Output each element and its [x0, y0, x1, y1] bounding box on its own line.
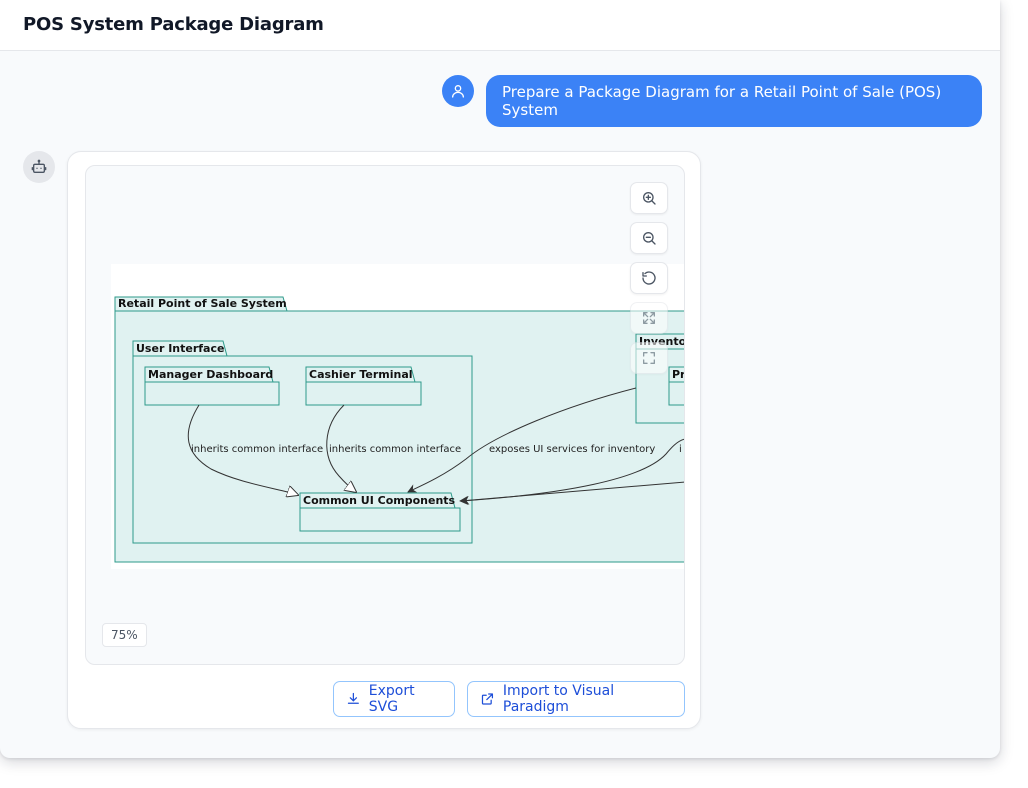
- zoom-out-icon: [643, 232, 656, 245]
- export-svg-button[interactable]: Export SVG: [333, 681, 455, 717]
- zoom-out-button[interactable]: [630, 222, 668, 254]
- package-label: User Interface: [136, 342, 224, 355]
- zoom-in-button[interactable]: [630, 182, 668, 214]
- edge-label: i: [679, 444, 682, 455]
- package-label: Manager Dashboard: [148, 368, 273, 381]
- export-svg-label: Export SVG: [368, 683, 415, 715]
- edge-cashier-to-common: [326, 404, 356, 492]
- zoom-level-badge: 75%: [102, 623, 147, 647]
- app-header: POS System Package Diagram: [0, 0, 1000, 51]
- download-icon: [347, 692, 359, 704]
- reset-icon: [642, 271, 656, 285]
- diagram-canvas[interactable]: Retail Point of Sale System User Interfa…: [111, 264, 685, 569]
- edge-inventory-to-common-curve: [407, 387, 637, 493]
- edge-label: inherits common interface: [329, 444, 461, 455]
- fullscreen-button[interactable]: [630, 342, 668, 374]
- bot-icon: [31, 159, 47, 173]
- user-icon: [452, 85, 464, 98]
- package-label: Cashier Terminal: [309, 368, 413, 381]
- app-window: POS System Package Diagram Prepare a Pac…: [0, 0, 1000, 729]
- import-visual-paradigm-button[interactable]: Import to Visual Paradigm: [467, 681, 685, 717]
- import-visual-paradigm-label: Import to Visual Paradigm: [502, 683, 615, 715]
- bot-avatar: [23, 151, 55, 183]
- user-avatar: [442, 75, 474, 107]
- package-label: Common UI Components: [303, 494, 456, 507]
- fit-view-button[interactable]: [630, 302, 668, 334]
- edge-manager-to-common: [187, 404, 298, 495]
- zoom-in-icon: [643, 192, 656, 205]
- diagram-viewer[interactable]: Retail Point of Sale System User Interfa…: [85, 165, 685, 665]
- package-label: Retail Point of Sale System: [118, 297, 287, 310]
- fit-view-icon: [643, 312, 655, 324]
- user-message-text: Prepare a Package Diagram for a Retail P…: [502, 83, 942, 119]
- package-cashier-terminal: Cashier Terminal: [305, 366, 422, 406]
- fullscreen-icon: [643, 352, 655, 364]
- edge-label: inherits common interface: [191, 444, 323, 455]
- page-title: POS System Package Diagram: [23, 14, 324, 35]
- package-common-ui-components: Common UI Components: [299, 492, 461, 532]
- package-manager-dashboard: Manager Dashboard: [144, 366, 280, 406]
- user-message-bubble: Prepare a Package Diagram for a Retail P…: [486, 75, 982, 127]
- bot-message-card: Retail Point of Sale System User Interfa…: [67, 151, 701, 729]
- edge-label: exposes UI services for inventory: [489, 444, 655, 455]
- reset-button[interactable]: [630, 262, 668, 294]
- external-link-icon: [481, 693, 494, 705]
- package-label: Pr: [672, 368, 685, 381]
- edge-inventory-curve-right: [459, 438, 684, 505]
